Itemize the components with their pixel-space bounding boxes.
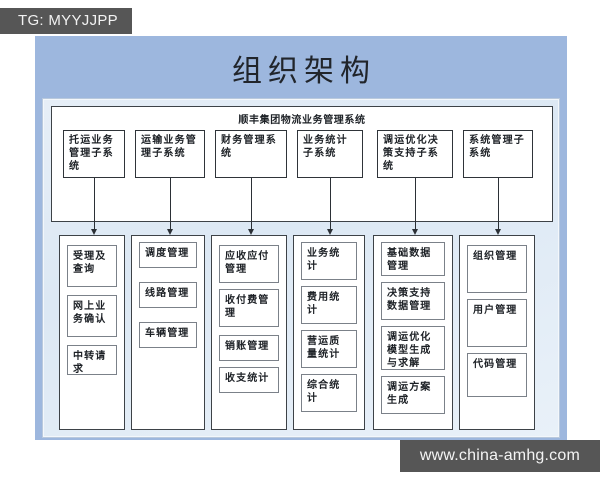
- subsystem-box: 运输业务管理子系统: [135, 130, 205, 178]
- connector-line: [415, 178, 416, 229]
- subsystem-column-panel: 应收应付管理收付费管理销账管理收支统计: [211, 235, 287, 430]
- module-box: 调运优化模型生成与求解: [381, 326, 445, 370]
- subsystem-box: 财务管理系统: [215, 130, 287, 178]
- connector-line: [330, 178, 331, 229]
- module-box: 营运质量统计: [301, 330, 357, 368]
- subsystem-column-panel: 调度管理线路管理车辆管理: [131, 235, 205, 430]
- connector-line: [94, 178, 95, 229]
- connector-arrow-icon: [248, 229, 254, 235]
- connector-arrow-icon: [91, 229, 97, 235]
- subsystem-column-panel: 组织管理用户管理代码管理: [459, 235, 535, 430]
- module-box: 调度管理: [139, 242, 197, 268]
- module-box: 用户管理: [467, 299, 527, 347]
- page-title: 组织架构: [232, 54, 376, 89]
- connector-arrow-icon: [412, 229, 418, 235]
- module-box: 网上业务确认: [67, 295, 117, 337]
- module-box: 收付费管理: [219, 289, 279, 327]
- module-box: 线路管理: [139, 282, 197, 308]
- module-box: 决策支持数据管理: [381, 282, 445, 320]
- subsystem-box: 业务统计子系统: [297, 130, 363, 178]
- connector-line: [251, 178, 252, 229]
- subsystem-column-panel: 业务统计费用统计营运质量统计综合统计: [293, 235, 365, 430]
- module-box: 调运方案生成: [381, 376, 445, 414]
- module-box: 车辆管理: [139, 322, 197, 348]
- subsystem-box: 托运业务管理子系统: [63, 130, 125, 178]
- module-box: 费用统计: [301, 286, 357, 324]
- module-box: 组织管理: [467, 245, 527, 293]
- module-box: 基础数据管理: [381, 242, 445, 276]
- subsystem-box: 调运优化决策支持子系统: [377, 130, 453, 178]
- module-box: 受理及查询: [67, 245, 117, 287]
- module-box: 业务统计: [301, 242, 357, 280]
- connector-line: [170, 178, 171, 229]
- presentation-slide: 组织架构 顺丰集团物流业务管理系统 托运业务管理子系统受理及查询网上业务确认中转…: [35, 36, 567, 440]
- system-name-label: 顺丰集团物流业务管理系统: [238, 115, 366, 126]
- module-box: 代码管理: [467, 353, 527, 397]
- subsystem-box: 系统管理子系统: [463, 130, 533, 178]
- connector-arrow-icon: [167, 229, 173, 235]
- module-box: 应收应付管理: [219, 245, 279, 283]
- connector-line: [498, 178, 499, 229]
- module-box: 综合统计: [301, 374, 357, 412]
- module-box: 销账管理: [219, 335, 279, 361]
- subsystem-column-panel: 受理及查询网上业务确认中转请求: [59, 235, 125, 430]
- connector-arrow-icon: [327, 229, 333, 235]
- tg-watermark-label: TG: MYYJJPP: [0, 8, 132, 34]
- module-box: 收支统计: [219, 367, 279, 393]
- module-box: 中转请求: [67, 345, 117, 375]
- connector-arrow-icon: [495, 229, 501, 235]
- org-chart-frame: 顺丰集团物流业务管理系统 托运业务管理子系统受理及查询网上业务确认中转请求 运输业…: [42, 98, 560, 438]
- subsystem-column-panel: 基础数据管理决策支持数据管理调运优化模型生成与求解调运方案生成: [373, 235, 453, 430]
- site-watermark: www.china-amhg.com: [399, 440, 600, 472]
